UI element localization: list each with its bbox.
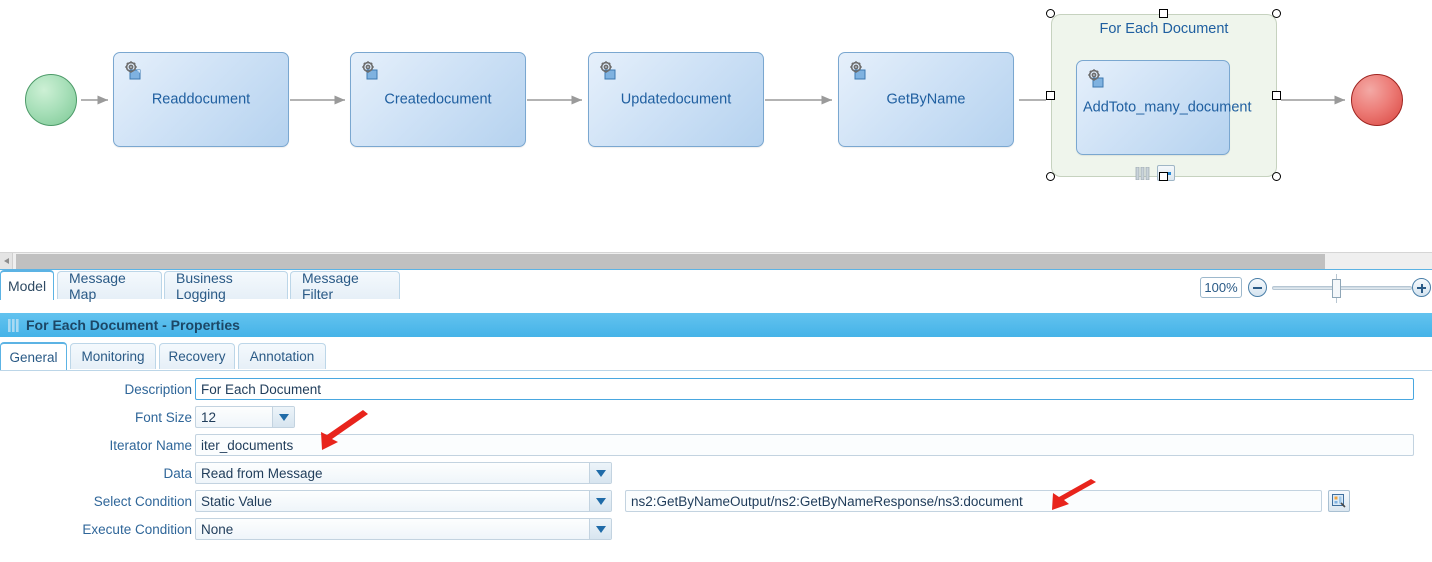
selection-handle-w[interactable] [1046,91,1055,100]
ptab-label: Recovery [168,349,226,364]
xpath-browse-icon[interactable] [1328,490,1350,512]
data-value: Read from Message [201,465,323,481]
selection-handle-sw[interactable] [1046,172,1055,181]
gear-document-icon [1085,67,1107,89]
ptab-recovery[interactable]: Recovery [159,343,235,369]
gear-document-icon [847,59,869,81]
node-label: AddToto_many_document [1083,99,1252,115]
tab-model[interactable]: Model [0,270,54,300]
select-condition-label: Select Condition [93,493,192,509]
selection-handle-s[interactable] [1159,172,1168,181]
tab-message-filter[interactable]: Message Filter [290,269,400,302]
tab-label: Message Filter [302,269,359,302]
field-row-data: Data [0,462,192,484]
tab-message-map[interactable]: Message Map [57,269,162,302]
gear-document-icon [597,59,619,81]
field-row-iterator-name: Iterator Name [0,434,192,456]
properties-tab-strip: General Monitoring Recovery Annotation [0,342,1432,371]
ptab-label: Annotation [249,349,315,364]
zoom-out-button[interactable] [1248,278,1267,297]
zoom-in-button[interactable] [1412,278,1431,297]
selection-handle-n[interactable] [1159,9,1168,18]
gear-document-icon [122,59,144,81]
properties-tab-underline [0,370,1432,371]
process-node-createdocument[interactable]: Createdocument [350,52,526,147]
data-label: Data [163,465,192,481]
tab-label: Model [7,278,47,294]
properties-title: For Each Document - Properties [26,317,240,333]
start-event[interactable] [25,74,77,126]
zoom-slider-thumb[interactable] [1332,279,1341,298]
ptab-general[interactable]: General [0,342,67,370]
font-size-label: Font Size [134,409,192,425]
process-node-addtoto-many-document[interactable]: AddToto_many_document [1076,60,1252,155]
tab-business-logging[interactable]: Business Logging [164,269,288,302]
ptab-annotation[interactable]: Annotation [238,343,326,369]
field-row-description: Description [0,378,192,400]
iterator-name-input[interactable]: iter_documents [195,434,1414,456]
field-row-execute-condition: Execute Condition [0,518,192,540]
data-select[interactable]: Read from Message [195,462,612,484]
field-row-select-condition: Select Condition [0,490,192,512]
select-condition-select[interactable]: Static Value [195,490,612,512]
scrollbar-thumb[interactable] [16,254,1325,269]
process-node-readdocument[interactable]: Readdocument [113,52,289,147]
process-node-getbyname[interactable]: GetByName [838,52,1014,147]
description-input[interactable]: For Each Document [195,378,1414,400]
editor-tab-strip: Model Message Map Business Logging Messa… [0,269,1432,312]
ptab-label: General [9,349,58,365]
execute-condition-value: None [201,521,234,537]
process-node-updatedocument[interactable]: Updatedocument [588,52,764,147]
execute-condition-label: Execute Condition [82,521,192,537]
chevron-down-icon[interactable] [589,491,611,511]
scroll-left-button[interactable] [0,253,13,270]
execute-condition-select[interactable]: None [195,518,612,540]
select-condition-value: Static Value [201,493,273,509]
panel-grip-icon [8,318,19,332]
tab-label: Business Logging [176,269,233,302]
ptab-monitoring[interactable]: Monitoring [70,343,156,369]
ptab-label: Monitoring [81,349,145,364]
selection-handle-ne[interactable] [1272,9,1281,18]
zoom-slider-track[interactable] [1272,286,1412,290]
field-row-font-size: Font Size [0,406,192,428]
xpath-input[interactable]: ns2:GetByNameOutput/ns2:GetByNameRespons… [625,490,1322,512]
zoom-level-display[interactable]: 100% [1200,277,1242,298]
font-size-select[interactable]: 12 [195,406,295,428]
selection-handle-nw[interactable] [1046,9,1055,18]
selection-handle-se[interactable] [1272,172,1281,181]
iterator-name-label: Iterator Name [109,437,192,453]
chevron-down-icon[interactable] [589,463,611,483]
node-label: GetByName [886,91,966,107]
font-size-value: 12 [201,409,217,425]
node-label: Updatedocument [620,91,732,107]
selection-handle-e[interactable] [1272,91,1281,100]
node-label: Createdocument [384,91,492,107]
process-diagram-canvas[interactable]: Readdocument Createdocument [0,0,1432,240]
gear-document-icon [359,59,381,81]
group-title: For Each Document [1099,21,1229,37]
node-label: Readdocument [151,91,251,107]
end-event[interactable] [1351,74,1403,126]
parallel-loop-icon [1135,167,1153,180]
description-label: Description [124,381,192,397]
canvas-horizontal-scrollbar[interactable] [0,252,1432,270]
group-for-each-document[interactable]: For Each Document AddToto_many_document [1051,14,1277,181]
chevron-down-icon[interactable] [589,519,611,539]
tab-label: Message Map [69,269,126,302]
chevron-down-icon[interactable] [272,407,294,427]
properties-panel-header: For Each Document - Properties [0,313,1432,337]
